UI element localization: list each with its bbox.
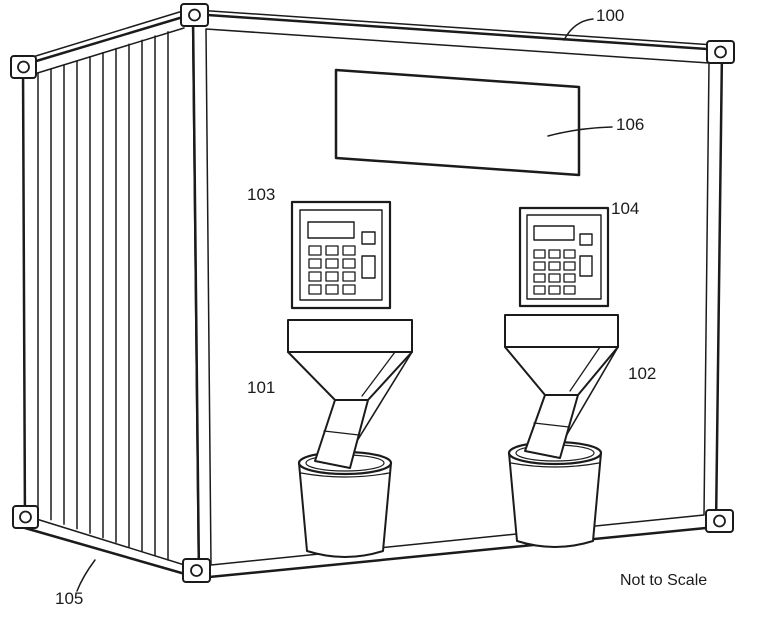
keypad-right-inner-frame (526, 214, 602, 300)
container-left-top-rail (30, 27, 185, 76)
leader-line-100 (563, 18, 594, 41)
container-corrugation-lines (37, 31, 169, 561)
label-103-keypad-left: 103 (247, 185, 275, 204)
keypad-left (290, 200, 392, 310)
dispenser-right-side-panel (565, 346, 619, 437)
keypad-left-indicator (361, 231, 376, 245)
label-101-dispenser-left: 101 (247, 378, 275, 397)
chute-right-spout (524, 394, 579, 459)
keypad-right-keys (533, 249, 576, 295)
dispenser-left-funnel-crease (361, 351, 396, 397)
keypad-left-display (307, 221, 355, 239)
chute-left-bend-line (323, 430, 360, 436)
keypad-right-side-button (579, 255, 593, 277)
keypad-right-indicator (579, 233, 593, 246)
dispenser-left-side-panel (356, 351, 413, 442)
bucket-right-rim-band (510, 462, 600, 468)
keypad-right (518, 206, 610, 308)
chute-right-bend-line (533, 422, 570, 428)
chute-left (314, 399, 369, 469)
corner-fitting-hole (713, 514, 726, 528)
dispenser-right-funnel-crease (569, 346, 601, 392)
container-left-bottom-rail (29, 516, 192, 568)
dispenser-right (504, 314, 619, 437)
keypad-left-inner-frame (299, 209, 383, 301)
corner-fitting-hole (19, 510, 32, 524)
label-100-container: 100 (596, 6, 624, 25)
dispenser-right-housing (504, 314, 619, 348)
leader-line-105 (76, 559, 96, 592)
container-left-face (21, 12, 201, 580)
label-104-keypad-right: 104 (611, 199, 639, 218)
bucket-right-body (508, 452, 602, 548)
label-102-dispenser-right: 102 (628, 364, 656, 383)
container-roof-edge-front (195, 9, 715, 46)
corner-fitting-hole (714, 45, 727, 59)
dispenser-left (287, 319, 413, 442)
keypad-right-display (533, 225, 575, 241)
keypad-left-keys (308, 245, 356, 295)
dispenser-left-housing (287, 319, 413, 353)
bucket-left-body (298, 462, 392, 558)
keypad-left-panel (290, 200, 392, 310)
label-105-base: 105 (55, 589, 83, 608)
container-front-inner-frame (205, 28, 710, 566)
chute-right (524, 394, 579, 459)
corner-fitting-hole (190, 564, 203, 577)
corner-fitting-hole (188, 8, 201, 22)
label-106-sign: 106 (616, 115, 644, 134)
corner-fitting-hole (17, 60, 30, 74)
chute-left-spout (314, 399, 369, 469)
corner-fittings (10, 3, 735, 583)
sign-panel (334, 68, 581, 177)
bucket-left-rim-band (300, 472, 390, 478)
leader-line-106 (547, 126, 613, 137)
keypad-left-side-button (361, 255, 376, 279)
container-roof-edge-left (25, 9, 187, 60)
bucket-right (507, 440, 603, 548)
not-to-scale-note: Not to Scale (620, 572, 707, 589)
